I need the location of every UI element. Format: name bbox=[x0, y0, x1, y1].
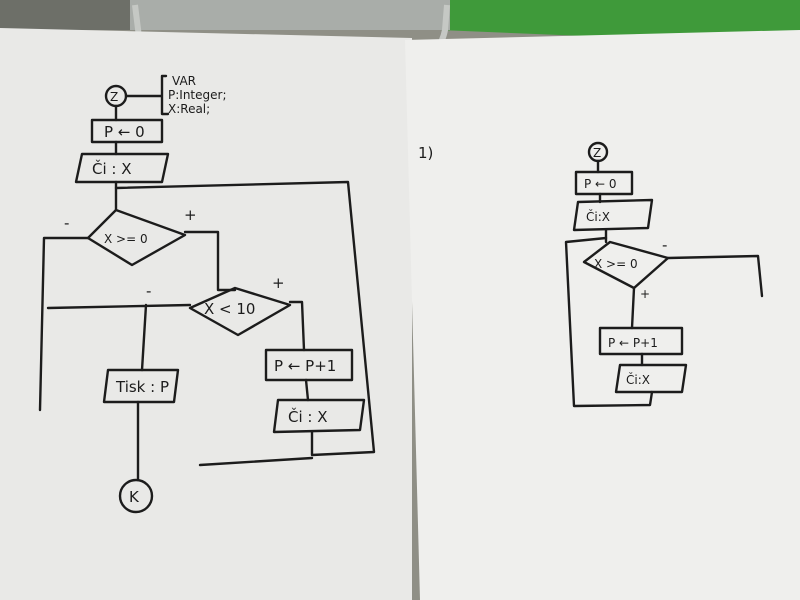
var-x: X:Real; bbox=[168, 102, 210, 116]
input-box bbox=[572, 198, 654, 232]
cond2-true: + bbox=[272, 274, 285, 292]
end-terminal bbox=[118, 478, 154, 514]
cond2-false: - bbox=[146, 282, 151, 300]
increment-label: P ← P+1 bbox=[608, 336, 658, 350]
end-label: K bbox=[129, 488, 140, 506]
input-label: Či:X bbox=[586, 209, 610, 224]
assign-init-label: P ← 0 bbox=[584, 177, 617, 191]
input-loop-box bbox=[614, 363, 688, 394]
cond2-diamond bbox=[188, 286, 292, 337]
cond1-label: X >= 0 bbox=[104, 232, 148, 246]
input-loop-label: Či:X bbox=[626, 372, 650, 387]
cond-true: + bbox=[640, 287, 650, 301]
cond1-false: - bbox=[64, 214, 69, 232]
increment-box bbox=[264, 348, 354, 382]
assign-init-box bbox=[90, 118, 164, 144]
cond-label: X >= 0 bbox=[594, 257, 638, 271]
left-flowchart: Z VAR P:Integer; X:Real; P ← 0 Či : X X … bbox=[38, 74, 376, 514]
output-label: Tisk : P bbox=[115, 378, 169, 396]
cond2-label: X < 10 bbox=[204, 300, 255, 318]
input-label: Či : X bbox=[92, 159, 132, 178]
assign-init-box bbox=[574, 170, 634, 196]
right-sheet bbox=[405, 30, 800, 600]
var-keyword: VAR bbox=[172, 74, 196, 88]
increment-label: P ← P+1 bbox=[274, 357, 336, 375]
start-label: Z bbox=[110, 90, 118, 104]
input-box bbox=[74, 152, 170, 184]
output-box bbox=[102, 368, 180, 404]
start-label: Z bbox=[593, 146, 601, 160]
exercise-number: 1) bbox=[418, 144, 433, 162]
cond1-diamond bbox=[86, 208, 187, 267]
assign-init-label: P ← 0 bbox=[104, 123, 145, 141]
input-loop-label: Či : X bbox=[288, 407, 328, 426]
cond-false: - bbox=[662, 236, 667, 254]
cond1-true: + bbox=[184, 206, 197, 224]
right-flowchart: 1) Z P ← 0 Či:X X >= 0 - + P ← P+1 Či:X bbox=[418, 141, 764, 408]
input-loop-box bbox=[272, 398, 366, 434]
var-p: P:Integer; bbox=[168, 88, 227, 102]
